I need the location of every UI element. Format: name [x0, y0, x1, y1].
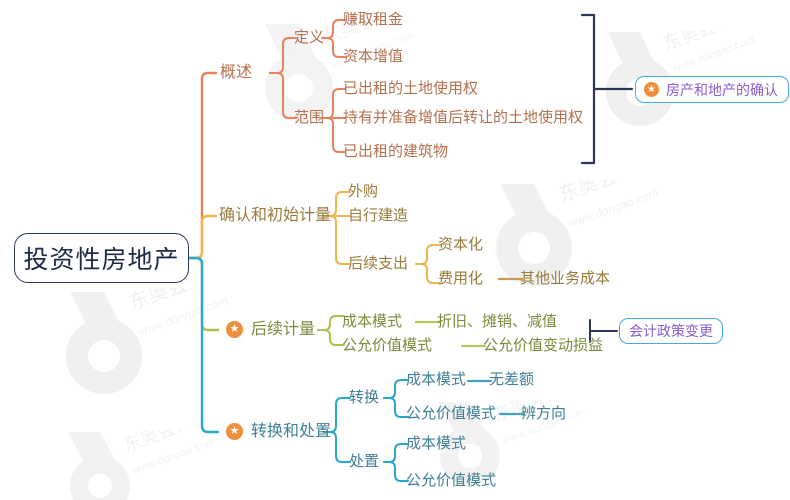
leaf-cost-model-subsequent[interactable]: 成本模式: [342, 313, 403, 330]
leaf-leased-land-use-right[interactable]: 已出租的土地使用权: [343, 80, 479, 97]
star-icon: ★: [644, 82, 659, 97]
root-node-label: 投资性房地产: [23, 246, 180, 274]
leaf-capital-appreciation[interactable]: 资本增值: [343, 48, 404, 65]
badge-property-confirmation-label: 房产和地产的确认: [666, 81, 778, 98]
node-label-definition[interactable]: 定义: [294, 29, 325, 46]
branch-label-overview[interactable]: 概述: [220, 64, 253, 81]
branch-label-recognition-initial-measurement[interactable]: 确认和初始计量: [219, 207, 332, 224]
badge-property-confirmation[interactable]: ★ 房产和地产的确认: [635, 76, 789, 103]
leaf-capitalization[interactable]: 资本化: [438, 236, 484, 253]
badge-accounting-policy-change[interactable]: 会计政策变更: [619, 318, 723, 344]
badge-accounting-policy-change-label: 会计政策变更: [629, 323, 713, 339]
star-icon: ★: [226, 321, 243, 338]
leaf-cost-model-conversion[interactable]: 成本模式: [406, 371, 467, 388]
leaf-held-for-transfer-land-use-right[interactable]: 持有并准备增值后转让的土地使用权: [343, 109, 584, 126]
leaf-purchase[interactable]: 外购: [348, 183, 379, 200]
leaf-depreciation-amortization-impairment[interactable]: 折旧、摊销、减值: [437, 313, 558, 330]
branch-label-subsequent-measurement[interactable]: 后续计量: [251, 321, 316, 338]
node-label-subsequent-expenditure[interactable]: 后续支出: [348, 255, 409, 272]
leaf-identify-direction[interactable]: 辨方向: [521, 405, 567, 422]
node-label-scope[interactable]: 范围: [294, 109, 325, 126]
star-icon: ★: [226, 423, 243, 440]
leaf-fair-value-change-gain-loss[interactable]: 公允价值变动损益: [483, 337, 604, 354]
leaf-cost-model-disposal[interactable]: 成本模式: [406, 435, 467, 452]
leaf-no-difference[interactable]: 无差额: [489, 371, 535, 388]
node-label-disposal[interactable]: 处置: [349, 453, 380, 470]
leaf-self-construction[interactable]: 自行建造: [348, 207, 409, 224]
leaf-other-operating-costs[interactable]: 其他业务成本: [520, 270, 611, 287]
leaf-earn-rent[interactable]: 赚取租金: [343, 11, 404, 28]
leaf-fair-value-model-subsequent[interactable]: 公允价值模式: [342, 337, 433, 354]
leaf-leased-building[interactable]: 已出租的建筑物: [343, 143, 449, 160]
branch-label-conversion-disposal[interactable]: 转换和处置: [251, 423, 332, 440]
leaf-fair-value-model-disposal[interactable]: 公允价值模式: [406, 472, 497, 489]
node-label-conversion[interactable]: 转换: [349, 389, 380, 406]
root-node[interactable]: 投资性房地产: [14, 233, 189, 283]
leaf-expensing[interactable]: 费用化: [438, 270, 484, 287]
leaf-fair-value-model-conversion[interactable]: 公允价值模式: [406, 405, 497, 422]
